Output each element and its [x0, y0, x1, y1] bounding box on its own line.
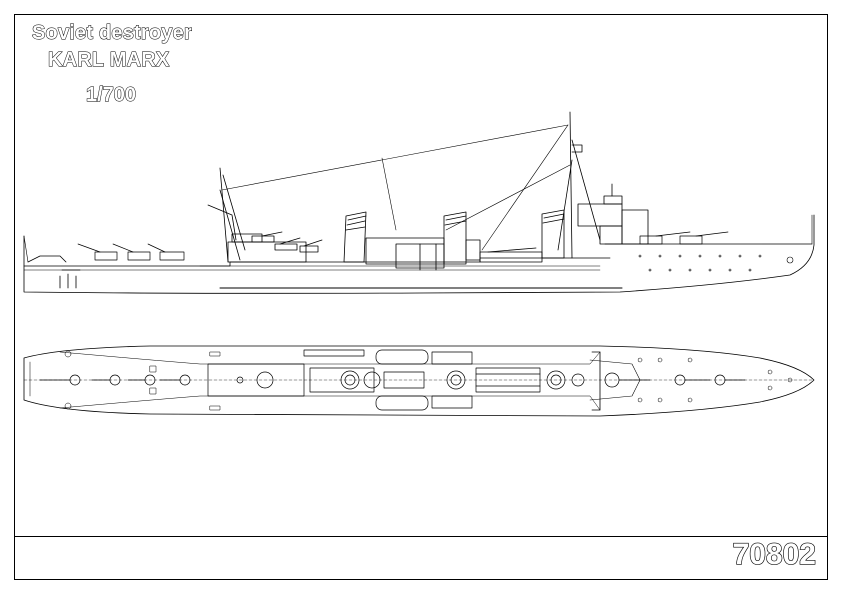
funnel-3 — [343, 211, 367, 263]
funnels — [343, 209, 565, 265]
rigging — [23, 124, 813, 263]
ship-name-title: KARL MARX — [47, 49, 170, 72]
hull-side — [23, 214, 815, 294]
side-profile-view — [23, 111, 815, 294]
plan-view — [23, 345, 815, 417]
forward-guns — [639, 231, 729, 245]
kit-number: 70802 — [732, 537, 817, 571]
after-guns — [77, 243, 185, 261]
plan-deckhouses — [207, 349, 585, 411]
ship-class-title: Soviet destroyer — [32, 22, 193, 45]
deck-fittings — [64, 350, 793, 411]
drawing-sheet-border — [14, 14, 828, 580]
scale-label: 1/700 — [85, 84, 137, 107]
midship-deckhouse — [365, 237, 543, 271]
hull-plan-outline — [23, 345, 815, 417]
plan-guns — [39, 372, 746, 388]
aft-superstructure — [227, 231, 323, 263]
portholes — [638, 254, 794, 272]
title-block-divider — [14, 536, 828, 537]
foremast-bridge — [557, 111, 649, 259]
mainmast — [207, 167, 246, 263]
funnel-1 — [541, 209, 565, 259]
